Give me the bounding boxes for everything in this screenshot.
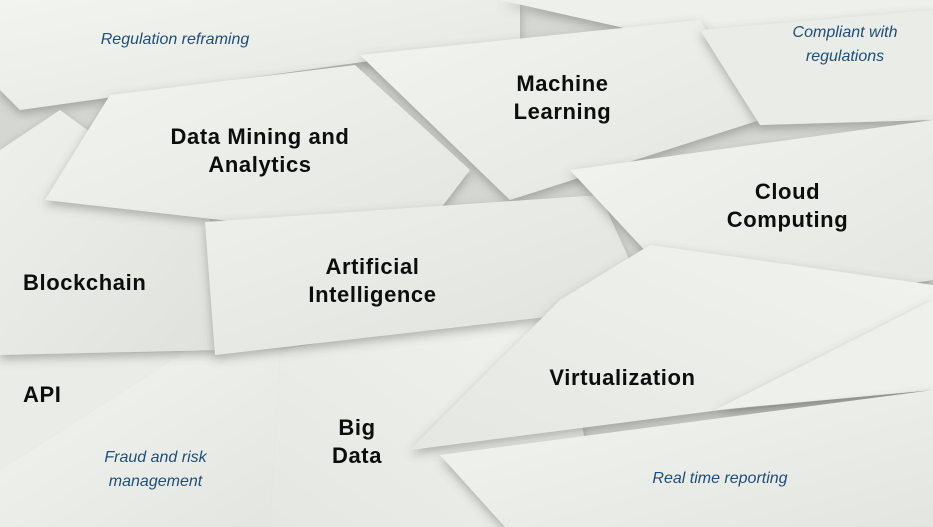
term-artificial-intelligence: Artificial Intelligence bbox=[308, 254, 437, 307]
paper-sheet bbox=[440, 390, 933, 527]
note-fraud-and-risk-management: Fraud and risk management bbox=[104, 449, 207, 490]
paper-sheet bbox=[360, 20, 760, 200]
term-api: API bbox=[23, 382, 62, 407]
paper-sheet bbox=[45, 65, 470, 242]
term-blockchain: Blockchain bbox=[23, 270, 147, 295]
term-machine-learning: Machine Learning bbox=[513, 71, 612, 124]
paper-sheet bbox=[0, 110, 220, 355]
term-virtualization: Virtualization bbox=[549, 365, 696, 390]
paper-sheet bbox=[715, 300, 933, 410]
term-data-mining-and-analytics: Data Mining and Analytics bbox=[170, 124, 350, 177]
note-compliant-with-regulations: Compliant with regulations bbox=[792, 24, 898, 65]
paper-sheet bbox=[700, 10, 933, 125]
note-real-time-reporting: Real time reporting bbox=[652, 470, 788, 487]
paper-sheet bbox=[0, 0, 520, 110]
paper-sheet bbox=[0, 350, 280, 527]
paper-sheet bbox=[205, 195, 650, 355]
term-cloud-computing: Cloud Computing bbox=[726, 179, 849, 232]
term-big-data: Big Data bbox=[331, 415, 383, 468]
note-regulation-reframing: Regulation reframing bbox=[100, 31, 250, 48]
